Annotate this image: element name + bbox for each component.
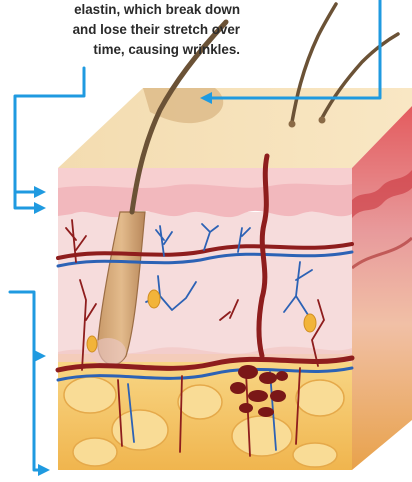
caption-text: elastin, which break down and lose their… xyxy=(0,0,240,60)
pore-1 xyxy=(289,121,296,128)
pore-2 xyxy=(319,117,326,124)
caption-line-1: elastin, which break down xyxy=(0,0,240,20)
caption-line-2: and lose their stretch over xyxy=(0,20,240,40)
skin-side-face xyxy=(352,106,412,470)
caption-line-3: time, causing wrinkles. xyxy=(0,40,240,60)
skin-surface xyxy=(58,88,412,168)
